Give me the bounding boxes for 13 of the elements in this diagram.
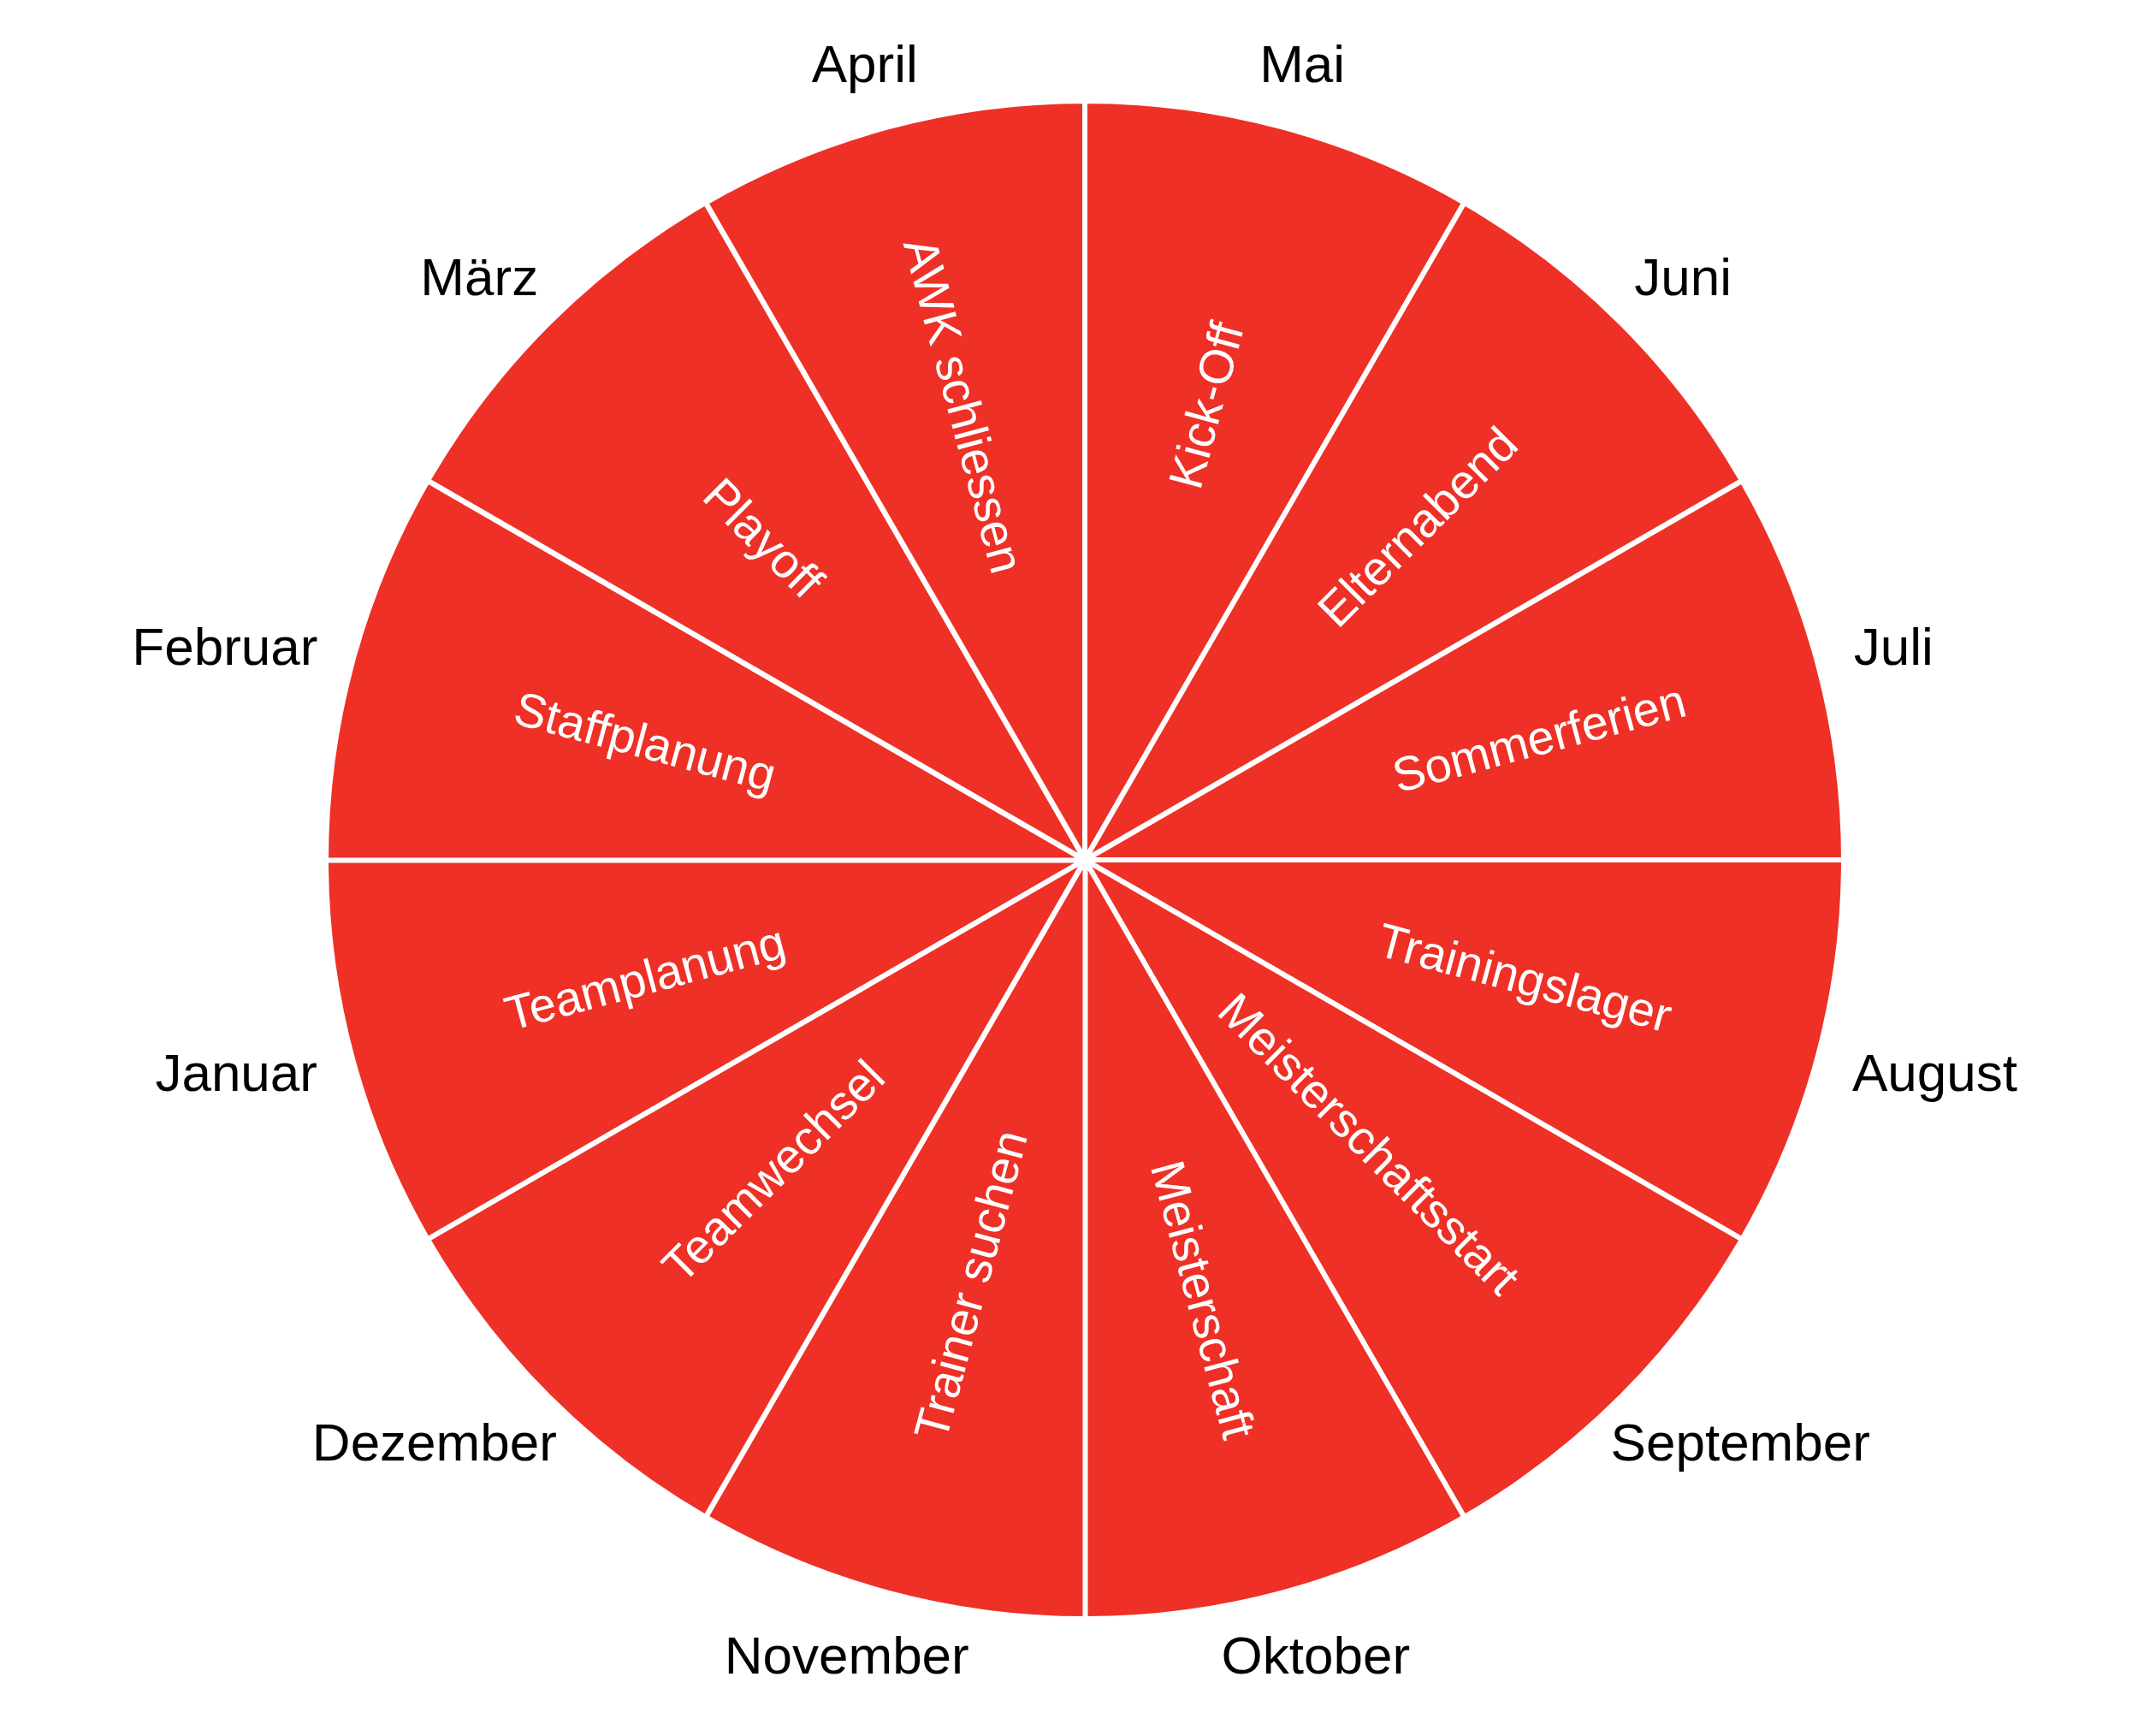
month-label: Dezember <box>311 1415 557 1469</box>
month-label: Februar <box>132 619 318 673</box>
month-label: Mai <box>1259 37 1346 91</box>
wedge-label: AWK schliessen <box>895 233 1031 578</box>
month-label: Juli <box>1853 619 1934 673</box>
month-label: Juni <box>1634 251 1732 305</box>
wedge-label: Trainer suchen <box>906 1125 1035 1445</box>
month-label: November <box>724 1629 969 1683</box>
month-label: August <box>1851 1046 2017 1100</box>
wedge-label: Kick-Off <box>1161 317 1252 494</box>
month-label: Januar <box>155 1046 317 1100</box>
month-label: Oktober <box>1221 1629 1411 1683</box>
month-label: März <box>420 251 539 305</box>
